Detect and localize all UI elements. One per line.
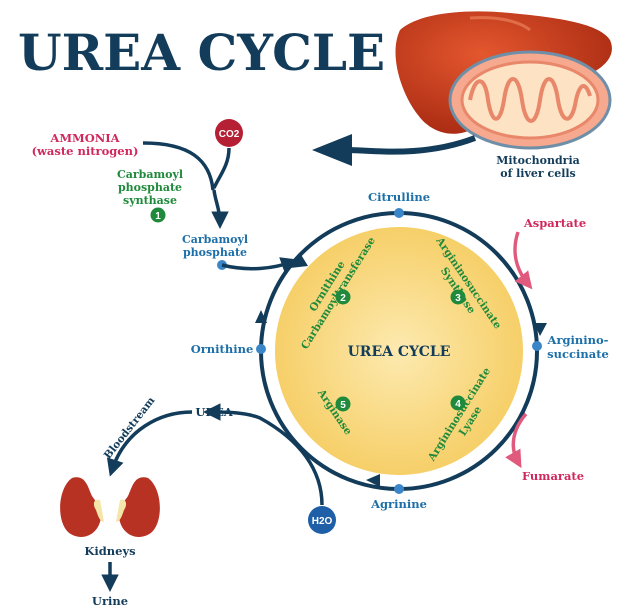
ammonia-arrow (142, 141, 215, 191)
bloodstream-group: Bloodstream (102, 395, 158, 462)
ring-arrow-e (534, 323, 547, 336)
argininosuccinate-label-line2: succinate (547, 347, 609, 361)
arginine-label: Agrinine (370, 497, 427, 511)
enzyme4-badge (450, 395, 466, 411)
aspartate-arrow (513, 231, 533, 290)
enzyme2-badge (335, 289, 351, 305)
mitochondria-label-line2: of liver cells (500, 167, 576, 180)
citrulline-node (394, 208, 404, 218)
h2o-label: H2O (312, 516, 333, 527)
citrulline-label: Citrulline (368, 190, 430, 204)
carbamoyl-phosphate-label-line1: Carbamoyl (182, 233, 248, 246)
ammonia-sublabel: (waste nitrogen) (32, 144, 139, 158)
mitochondria-pointer-arrow (349, 135, 477, 155)
enzyme2-number: 2 (340, 293, 346, 304)
arginine-node (394, 484, 404, 494)
fumarate-label: Fumarate (522, 469, 584, 483)
mitochondria-pointer-arrowhead (312, 134, 352, 166)
enzyme1-label-line3: synthase (123, 194, 177, 207)
co2-label: CO2 (219, 129, 240, 140)
enzyme1-number: 1 (155, 211, 161, 222)
enzyme5-number: 5 (340, 400, 346, 411)
carbamoyl-entry-arrow (221, 257, 299, 274)
urea-label: UREA (195, 405, 233, 419)
bloodstream-arrow (106, 410, 193, 477)
kidneys-label: Kidneys (84, 544, 135, 558)
ornithine-node (256, 344, 266, 354)
enzyme3-badge (450, 289, 466, 305)
urea-release-arrow (203, 403, 324, 506)
argininosuccinate-node (532, 341, 542, 351)
fumarate-arrow (505, 412, 528, 469)
ring-arrow-s (366, 474, 380, 487)
page-title: UREA CYCLE (18, 23, 385, 82)
urine-label: Urine (92, 594, 128, 608)
ring-arrow-nw (290, 253, 308, 268)
enzyme3-number: 3 (455, 293, 461, 304)
cycle-center-label: UREA CYCLE (348, 344, 451, 360)
ring-arrow-w (255, 310, 267, 323)
enzyme4-number: 4 (455, 399, 461, 410)
carbamoyl-phosphate-label-line2: phosphate (183, 246, 247, 259)
h2o-badge (308, 506, 336, 534)
ammonia-label: AMMONIA (49, 131, 120, 145)
kidneys-illustration (60, 477, 160, 537)
ornithine-label: Ornithine (191, 342, 254, 356)
co2-badge (215, 119, 243, 147)
enzyme1-badge (150, 207, 166, 223)
argininosuccinate-label-line1: Arginino- (547, 333, 609, 347)
aspartate-label: Aspartate (523, 216, 586, 230)
cycle-center-circle (275, 227, 523, 475)
bloodstream-label: Bloodstream (102, 395, 158, 462)
co2-arrow (212, 147, 231, 189)
carbamoyl-synthesis-arrow (211, 189, 229, 229)
enzyme5-badge (335, 396, 351, 412)
enzyme1-label-line1: Carbamoyl (117, 168, 183, 181)
mitochondria-illustration (448, 50, 612, 150)
mitochondria-label-line1: Mitochondria (496, 154, 580, 167)
enzyme1-label-line2: phosphate (118, 181, 182, 194)
